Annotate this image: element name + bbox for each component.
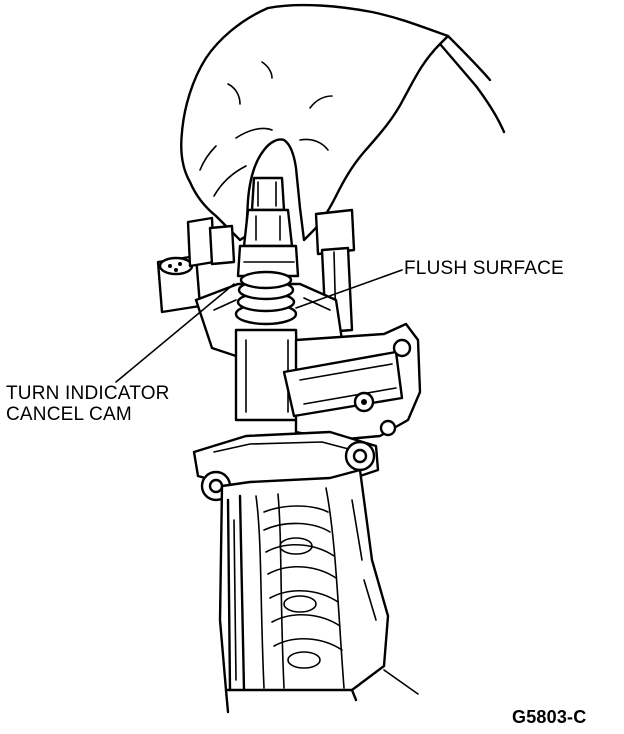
cancel-cam-label-line2: CANCEL CAM [6,404,132,425]
lock-housing [156,208,356,422]
cancel-cam-label-line1: TURN INDICATOR [6,383,170,404]
cancel-cam-leader-line [115,283,235,383]
hand-drawing [180,3,506,242]
bottom-leader-line [383,669,419,695]
flush-surface-label: FLUSH SURFACE [404,258,564,279]
lower-column [192,430,390,714]
side-bracket [282,322,422,442]
installer-tool [236,176,300,278]
figure-id: G5803-C [512,707,587,727]
cancel-cam-label: TURN INDICATOR CANCEL CAM [6,383,170,425]
flush-surface-leader-line [295,269,403,309]
